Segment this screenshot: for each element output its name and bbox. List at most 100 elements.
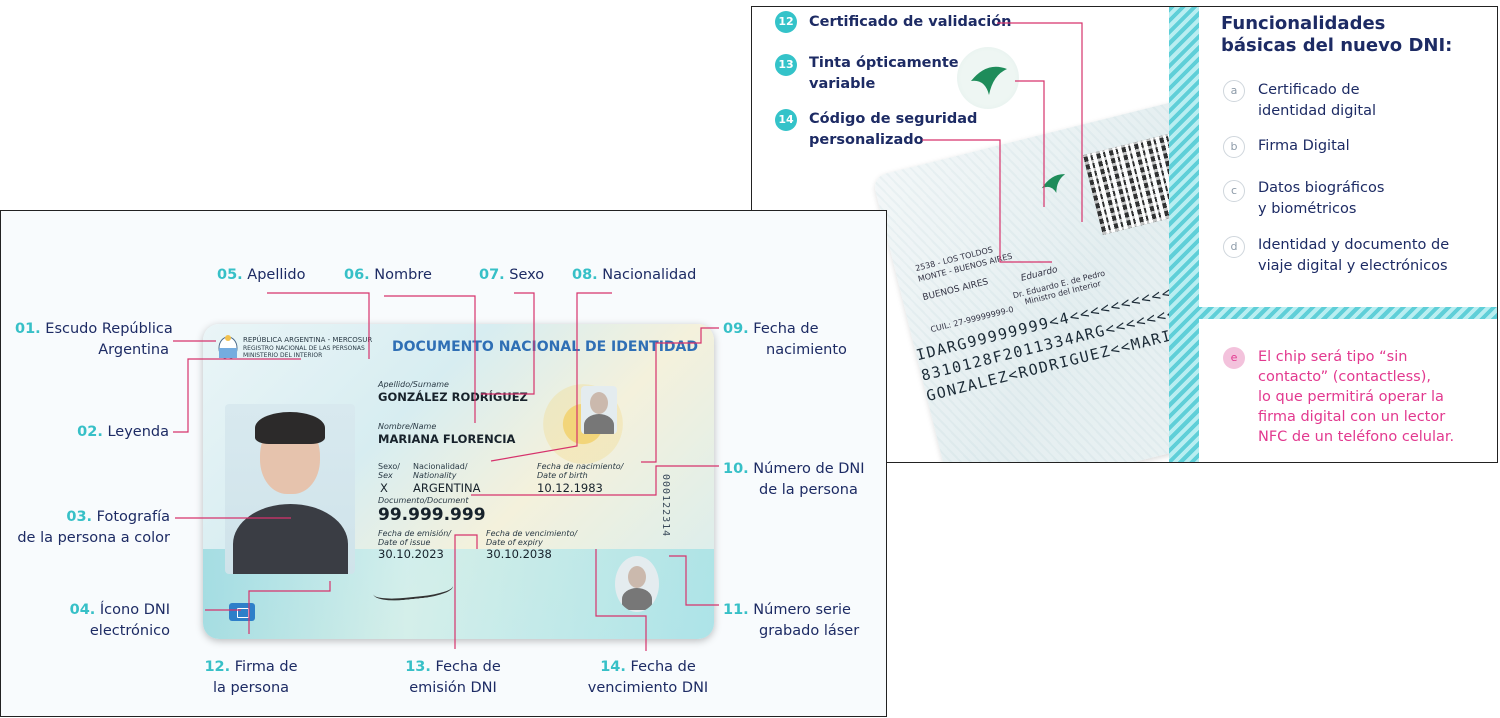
photo-hair — [255, 412, 325, 444]
card-country-line2: REGISTRO NACIONAL DE LAS PERSONAS — [243, 345, 365, 352]
callout-01: 01. Escudo República Argentina — [15, 319, 173, 361]
ghost-body — [584, 414, 614, 434]
functions-title-line1: Funcionalidades — [1221, 13, 1386, 34]
function-b-badge: b — [1223, 136, 1245, 158]
callout-04-line2: electrónico — [89, 623, 170, 639]
name-label: Nombre/Name — [378, 422, 437, 431]
function-a-line2: identidad digital — [1258, 103, 1377, 119]
ghost-body — [622, 588, 652, 610]
sex-label: Sexo/ — [378, 462, 400, 471]
callout-06-num: 06. — [344, 267, 370, 283]
callout-03-line1: Fotografía — [96, 509, 170, 525]
chip-note-line3: lo que permitirá operar la — [1258, 389, 1444, 405]
callout-10-line1: Número de DNI — [753, 461, 865, 477]
ovi-emblem — [957, 47, 1019, 109]
callout-10: 10. Número de DNI de la persona — [723, 459, 865, 501]
nationality-value: ARGENTINA — [413, 481, 481, 495]
callout-04-line1: Ícono DNI — [99, 602, 170, 618]
surname-label: Apellido/Surname — [378, 380, 449, 389]
callout-08-num: 08. — [572, 267, 598, 283]
callout-09: 09. Fecha de nacimiento — [723, 319, 847, 361]
dob-label: Fecha de nacimiento/ — [537, 462, 624, 471]
callout-12-line2: la persona — [212, 680, 290, 696]
document-number: 99.999.999 — [378, 505, 486, 525]
holder-photo — [225, 404, 355, 574]
back-callout-lines — [922, 22, 1083, 263]
callout-04: 04. Ícono DNI electrónico — [15, 600, 170, 642]
callout-08-line1: Nacionalidad — [602, 267, 697, 283]
callout-01-line2: Argentina — [98, 342, 169, 358]
callout-14-line2: vencimiento DNI — [587, 680, 709, 696]
function-b-line1: Firma Digital — [1258, 138, 1350, 154]
nationality-label-en: Nationality — [413, 471, 457, 480]
callout-02: 02. Leyenda — [15, 422, 169, 443]
callout-13-line1: Fecha de — [435, 659, 501, 675]
dob-value: 10.12.1983 — [537, 481, 603, 495]
card-header-title: DOCUMENTO NACIONAL DE IDENTIDAD — [392, 339, 698, 355]
callout-09-line2: nacimiento — [766, 342, 847, 358]
ovi-bird-small-icon — [1041, 174, 1066, 193]
callout-07-num: 07. — [479, 267, 505, 283]
card-country-line3: MINISTERIO DEL INTERIOR — [243, 352, 323, 359]
issue-date: 30.10.2023 — [378, 547, 444, 561]
ghost-photo-top — [581, 386, 617, 434]
document-label: Documento/Document — [378, 496, 469, 505]
function-c-line2: y biométricos — [1258, 201, 1357, 217]
function-a-line1: Certificado de — [1258, 82, 1360, 98]
expiry-label-en: Date of expiry — [486, 538, 543, 547]
sex-value: X — [380, 481, 388, 495]
callout-09-num: 09. — [723, 321, 749, 337]
nationality-label: Nacionalidad/ — [413, 462, 468, 471]
item-14-text-line2: personalizado — [809, 132, 924, 148]
ovi-bird-icon — [971, 66, 1007, 95]
callout-11-line1: Número serie — [753, 602, 851, 618]
functions-panel — [1199, 7, 1497, 307]
expiry-label: Fecha de vencimiento/ — [486, 529, 578, 538]
function-d-line2: viaje digital y electrónicos — [1258, 258, 1448, 274]
callout-12: 12. Firma de la persona — [191, 657, 311, 699]
card-country-line1: REPÚBLICA ARGENTINA - MERCOSUR — [243, 336, 373, 344]
ghost-head — [628, 566, 646, 588]
chip-note-line2: contacto” (contactless), — [1258, 369, 1431, 385]
photo-body — [233, 504, 348, 574]
callout-06-line1: Nombre — [374, 267, 432, 283]
function-c-line1: Datos biográficos — [1258, 180, 1385, 196]
callout-01-line1: Escudo República — [45, 321, 173, 337]
callout-14-line1: Fecha de — [630, 659, 696, 675]
function-c-badge: c — [1223, 180, 1245, 202]
callout-10-line2: de la persona — [759, 482, 858, 498]
chip-note-line1: El chip será tipo “sin — [1258, 349, 1408, 365]
callout-05-line1: Apellido — [247, 267, 306, 283]
callout-02-line1: Leyenda — [107, 424, 169, 440]
issue-label-en: Date of issue — [378, 538, 431, 547]
callout-13-line2: emisión DNI — [409, 680, 497, 696]
chip-note-line4: firma digital con un lector — [1258, 409, 1446, 425]
dni-front-panel: REPÚBLICA ARGENTINA - MERCOSUR REGISTRO … — [0, 210, 887, 717]
function-d-badge: d — [1223, 236, 1245, 258]
callout-11: 11. Número serie grabado láser — [723, 600, 859, 642]
callout-06: 06. Nombre — [344, 265, 432, 286]
callout-07-line1: Sexo — [509, 267, 545, 283]
item-12-badge: 12 — [775, 11, 797, 33]
ghost-head — [590, 392, 608, 414]
callout-11-num: 11. — [723, 602, 749, 618]
dob-label-en: Date of birth — [537, 471, 588, 480]
callout-04-num: 04. — [69, 602, 96, 618]
callout-14-num: 14. — [600, 659, 626, 675]
chip-note-line5: NFC de un teléfono celular. — [1258, 429, 1455, 445]
callout-10-num: 10. — [723, 461, 749, 477]
dni-back-panel: 2538 - LOS TOLDOS MONTE - BUENOS AIRES B… — [751, 6, 1498, 463]
name-value: MARIANA FLORENCIA — [378, 432, 516, 446]
issue-label: Fecha de emisión/ — [378, 529, 451, 538]
chip-note-panel — [1199, 319, 1497, 462]
callout-11-line2: grabado láser — [759, 623, 860, 639]
callout-03: 03. Fotografía de la persona a color — [11, 507, 170, 549]
callout-05-num: 05. — [217, 267, 243, 283]
item-13-text-line2: variable — [809, 76, 876, 92]
function-d-line1: Identidad y documento de — [1258, 237, 1450, 253]
callout-07: 07. Sexo — [479, 265, 544, 286]
callout-02-num: 02. — [77, 424, 103, 440]
callout-14: 14. Fecha de vencimiento DNI — [573, 657, 723, 699]
callout-09-line1: Fecha de — [753, 321, 819, 337]
callout-03-line2: de la persona a color — [17, 530, 170, 546]
